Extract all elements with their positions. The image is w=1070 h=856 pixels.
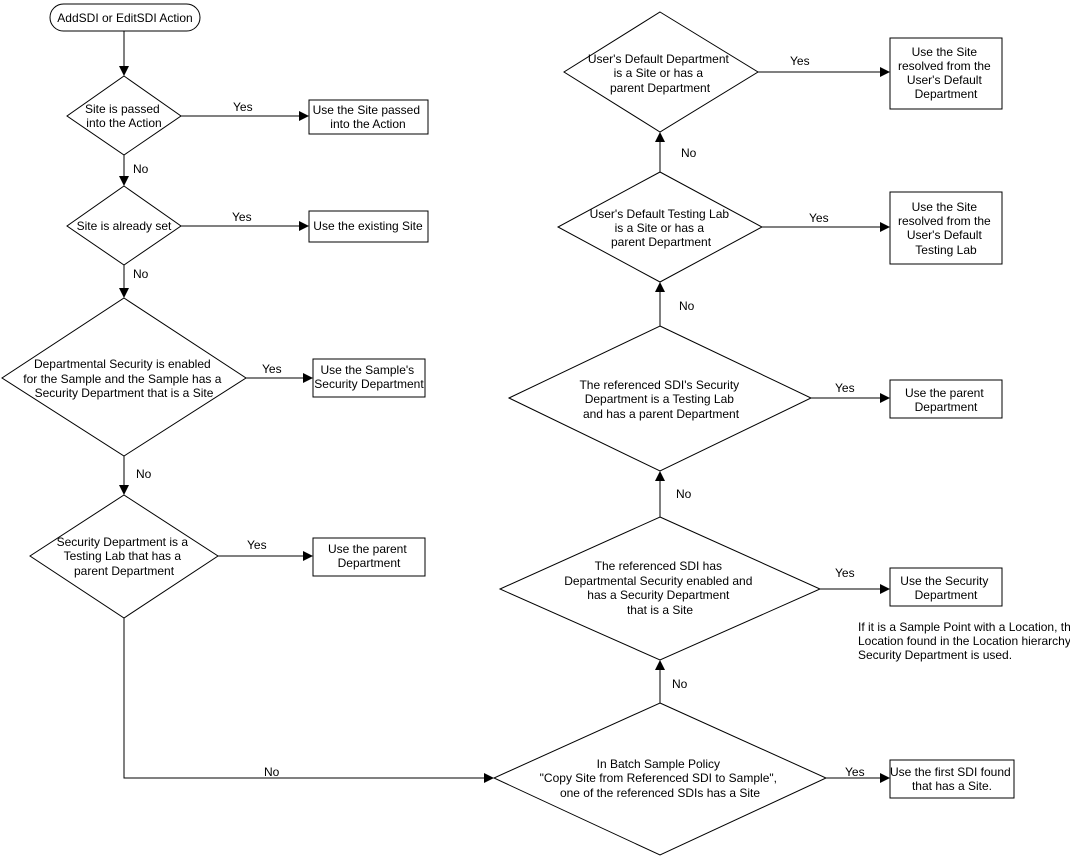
edge-label-yes: Yes [845,765,865,779]
decision-label: Departmental Security is enabled for the… [23,357,224,400]
edge-label-yes: Yes [262,362,282,376]
edge-d4-no [123,618,486,779]
arrowhead [880,393,890,403]
edge-label-no: No [264,765,280,779]
arrowhead [880,584,890,594]
decision-label: Site is passed into the Action [85,102,163,130]
decision-label: The referenced SDI has Departmental Secu… [564,559,755,617]
arrowhead [119,176,129,186]
result-use-parent-department-right [889,379,1003,419]
edge-label-yes: Yes [232,210,252,224]
result-use-first-sdi [889,759,1015,799]
result-label: Use the Sample's Security Department [314,363,424,391]
arrowhead [655,132,665,142]
edge-label-no: No [679,299,695,313]
arrowhead [119,66,129,76]
arrowhead [655,282,665,292]
arrowhead [119,288,129,298]
edge-label-yes: Yes [790,54,810,68]
result-label: Use the Site passed into the Action [313,103,424,131]
edge-label-yes: Yes [247,538,267,552]
result-label: Use the existing Site [313,219,423,233]
arrowhead [880,67,890,77]
edge-label-no: No [133,267,149,281]
result-label: Use the parent Department [328,542,410,570]
arrowhead [119,485,129,495]
arrowhead [299,111,309,121]
edge-label-no: No [136,467,152,481]
result-label: Use the parent Department [905,386,987,414]
arrowhead [655,471,665,481]
result-use-site-user-testing-lab [889,191,1003,265]
decision-label: Site is already set [77,219,172,233]
arrowhead [303,551,313,561]
edge-label-yes: Yes [835,566,855,580]
result-label: Use the first SDI found that has a Site. [890,765,1014,793]
decision-batch-sample-policy [492,702,828,856]
decision-label: User's Default Department is a Site or h… [588,52,732,95]
arrowhead [484,773,494,783]
arrowhead [303,373,313,383]
arrowhead [880,773,890,783]
result-label: Use the Security Department [900,574,991,602]
arrowhead [299,221,309,231]
edge-label-yes: Yes [233,100,253,114]
note-text: If it is a Sample Point with a Location,… [858,620,1070,662]
result-label: Use the Site resolved from the User's De… [898,45,994,101]
edge-label-no: No [672,677,688,691]
decision-label: Security Department is a Testing Lab tha… [57,535,192,578]
edge-label-no: No [676,487,692,501]
result-use-security-department [889,567,1003,607]
result-use-existing-site [308,210,429,243]
result-use-site-passed [308,99,429,135]
start-node [49,3,201,32]
decision-label: User's Default Testing Lab is a Site or … [590,207,733,249]
arrowhead [655,660,665,670]
start-label: AddSDI or EditSDI Action [57,11,192,25]
edge-label-no: No [133,162,149,176]
arrowhead [880,222,890,232]
result-label: Use the Site resolved from the User's De… [898,200,994,257]
decision-label: The referenced SDI's Security Department… [579,378,742,421]
edge-label-no: No [681,146,697,160]
edge-label-yes: Yes [809,211,829,225]
edge-label-yes: Yes [835,381,855,395]
result-use-parent-department-left [312,537,426,577]
decision-label: In Batch Sample Policy "Copy Site from R… [540,757,781,800]
result-use-site-user-department [889,37,1003,110]
